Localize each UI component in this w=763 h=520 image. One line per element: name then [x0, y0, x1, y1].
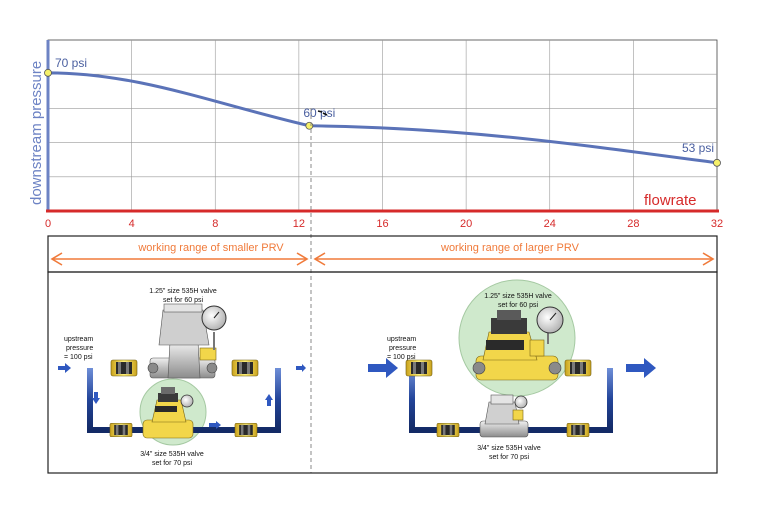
- x-tick-label: 8: [212, 218, 218, 230]
- small-valve-label-line2: set for 70 psi: [152, 460, 193, 467]
- curve-point-label: 60 psi: [303, 106, 335, 120]
- flow-arrow-icon: [58, 363, 306, 429]
- x-tick-label: 12: [293, 218, 305, 230]
- fitting-icon: [436, 422, 460, 438]
- small-valve-label-line2: set for 70 psi: [489, 454, 530, 461]
- large-valve-label-line1: 1.25" size 535H valve: [484, 293, 552, 300]
- upstream-label-line3: = 100 psi: [64, 354, 93, 361]
- cursor-mark: [317, 110, 328, 116]
- upstream-label-line1: upstream: [387, 336, 416, 343]
- x-tick-label: 24: [544, 218, 556, 230]
- x-tick-label: 28: [627, 218, 639, 230]
- x-tick-labels: 0 4 8 12 16 20 24 28 32: [45, 218, 723, 230]
- smaller-range-arrow: [50, 252, 309, 266]
- small-valve-icon: [479, 394, 529, 438]
- large-valve-label-line1: 1.25" size 535H valve: [149, 288, 217, 295]
- y-axis-label: downstream pressure: [28, 61, 45, 205]
- pressure-chart: downstream pressure flowrate 0 4 8 12 16 20 24…: [28, 39, 723, 230]
- pressure-curve: [47, 71, 718, 165]
- curve-point: [44, 68, 52, 77]
- large-valve-icon: [472, 306, 564, 381]
- large-valve-label-line2: set for 60 psi: [163, 297, 204, 304]
- x-axis-label: flowrate: [644, 192, 697, 209]
- small-valve-label-line1: 3/4" size 535H valve: [477, 445, 541, 452]
- large-valve-label-line2: set for 60 psi: [498, 302, 539, 309]
- chart-grid: [48, 40, 717, 211]
- fitting-icon: [110, 359, 138, 377]
- left-piping-diagram: upstream pressure = 100 psi 1.25" size 5…: [58, 288, 306, 467]
- x-tick-label: 0: [45, 218, 51, 230]
- curve-point-label: 53 psi: [682, 141, 714, 155]
- small-valve-label-line1: 3/4" size 535H valve: [140, 451, 204, 458]
- diagram-box: [47, 271, 718, 474]
- fitting-icon: [405, 359, 433, 377]
- small-valve-icon: [142, 387, 194, 439]
- curve-point: [305, 121, 314, 130]
- smaller-range-label: working range of smaller PRV: [137, 242, 284, 254]
- x-tick-label: 20: [460, 218, 472, 230]
- fitting-icon: [564, 359, 592, 377]
- fitting-icon: [231, 359, 259, 377]
- fitting-icon: [234, 422, 258, 438]
- upstream-label-line3: = 100 psi: [387, 354, 416, 361]
- x-tick-label: 32: [711, 218, 723, 230]
- flow-arrow-icon: [368, 358, 656, 378]
- upstream-label-line1: upstream: [64, 336, 93, 343]
- fitting-icon: [109, 422, 133, 438]
- x-tick-label: 16: [376, 218, 388, 230]
- upstream-label-line2: pressure: [66, 345, 93, 352]
- curve-point: [713, 158, 721, 167]
- range-panel: working range of smaller PRV working ran…: [47, 235, 718, 474]
- larger-range-arrow: [313, 252, 715, 266]
- curve-point-label: 70 psi: [55, 56, 87, 70]
- large-valve-icon: [147, 303, 227, 379]
- right-piping-diagram: upstream pressure = 100 psi 1.25" size 5…: [368, 279, 656, 461]
- x-tick-label: 4: [129, 218, 135, 230]
- upstream-label-line2: pressure: [389, 345, 416, 352]
- larger-range-label: working range of larger PRV: [440, 242, 580, 254]
- fitting-icon: [566, 422, 590, 438]
